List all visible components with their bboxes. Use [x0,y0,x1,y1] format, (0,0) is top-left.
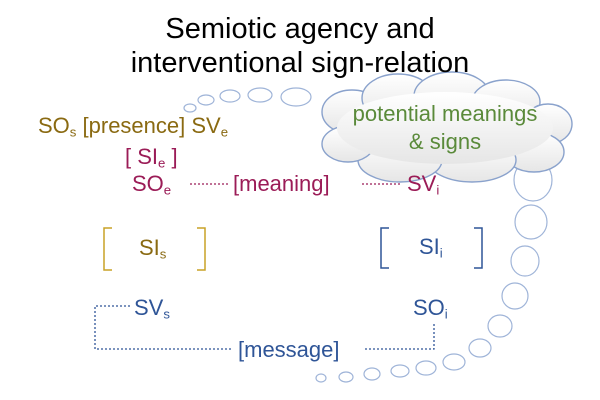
thought-bubbles [183,87,553,383]
thought-bubble [487,314,513,338]
sv-e-label: SVe [191,113,229,140]
thought-bubble [501,282,529,310]
presence-label: [presence] [82,113,186,138]
sv-s-label: SVs [134,295,170,322]
sv-i-label: SVi [407,171,440,198]
bracket-si-s [103,227,206,271]
connector-lines [94,183,435,350]
thought-bubble [415,360,437,376]
si-s-label: SIs [139,235,167,262]
presence-row: SOs [presence] SVe [38,113,229,140]
thought-bubble [219,89,241,103]
thought-bubble [390,364,410,378]
thought-bubble [442,353,466,371]
so-i-label: SOi [413,295,448,322]
meaning-label: [meaning] [233,171,330,196]
thought-bubble [468,338,492,358]
si-e-label: [ SIe ] [125,144,178,171]
diagram-title-line-2: interventional sign-relation [130,47,470,79]
thought-bubble [363,367,381,381]
thought-bubble [315,373,327,383]
thought-bubble [247,87,273,103]
thought-bubble [510,245,540,277]
so-e-label: SOe [132,171,172,198]
cloud-text-line-1: potential meanings [352,101,538,126]
thought-bubble [280,87,312,107]
thought-bubble [514,204,548,240]
thought-bubble [197,94,215,106]
thought-bubble [338,371,354,383]
thought-bubble [183,103,197,113]
so-s-label: SOs [38,113,77,140]
diagram-title-line-1: Semiotic agency and [165,13,435,45]
cloud-fill [337,92,553,164]
bracket-si-i [380,227,483,269]
message-right-connector [365,322,435,350]
cloud-text-line-2: & signs [408,129,482,154]
message-label: [message] [238,337,340,362]
message-left-connector [94,305,233,350]
si-i-label: SIi [419,234,443,261]
